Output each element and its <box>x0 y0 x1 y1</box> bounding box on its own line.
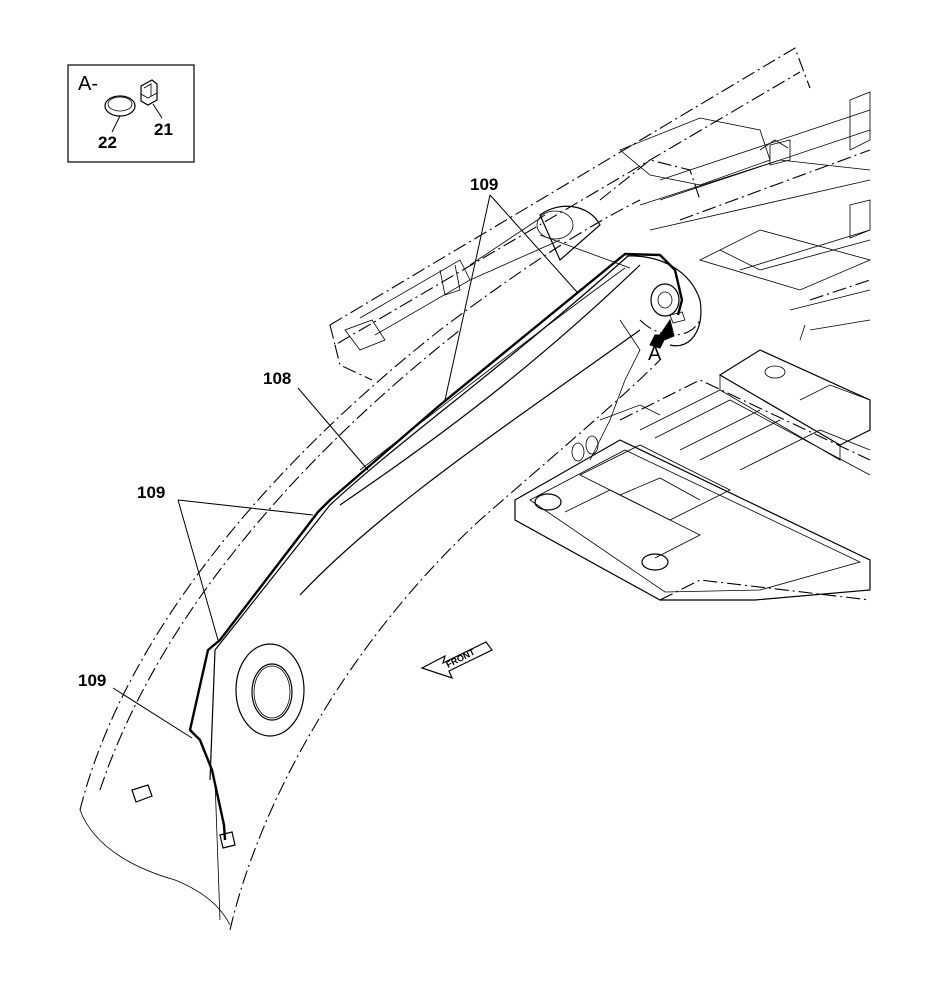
front-direction-arrow: FRONT <box>420 641 493 679</box>
callout-109-mid: 109 <box>137 483 165 502</box>
view-a-marker: A <box>648 318 675 365</box>
hose-end-fitting <box>219 831 236 849</box>
callout-leaders <box>112 194 578 739</box>
callout-109-top: 109 <box>470 175 498 194</box>
detail-title: A- <box>78 73 98 95</box>
lower-frame-outline <box>514 349 871 601</box>
front-label: FRONT <box>444 647 477 670</box>
boom-arm <box>79 199 702 931</box>
detail-view-box: A- 22 21 <box>67 64 195 163</box>
boom-pin-boss <box>235 643 305 737</box>
part-number-21: 21 <box>154 120 173 139</box>
callout-109-low: 109 <box>78 671 106 690</box>
part-number-22: 22 <box>98 133 117 152</box>
upper-frame-outline <box>329 47 872 381</box>
bracket-21 <box>140 79 158 106</box>
hydraulic-hose-108 <box>188 252 686 849</box>
view-a-label: A <box>648 343 662 365</box>
callout-108: 108 <box>263 369 291 388</box>
